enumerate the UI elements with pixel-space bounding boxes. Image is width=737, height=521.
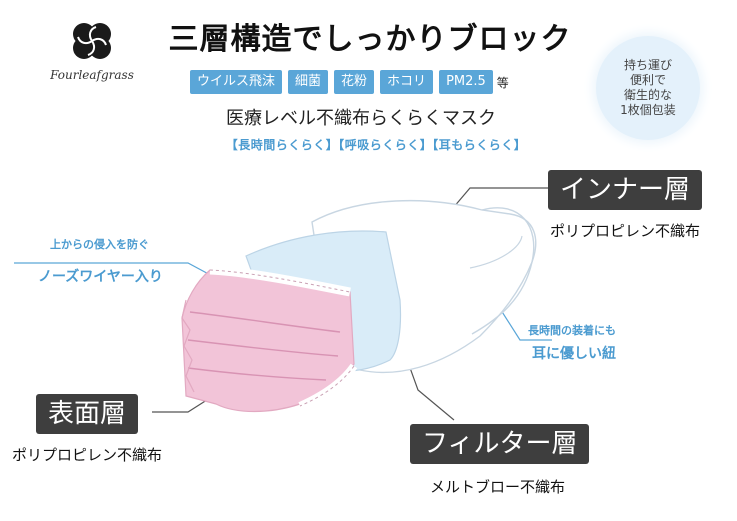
badge-line: 持ち運び bbox=[623, 58, 672, 72]
inner-layer-material: ポリプロピレン不織布 bbox=[550, 222, 701, 240]
filter-layer-label: フィルター層 bbox=[410, 424, 590, 464]
ear-loop-caption: 長時間の装着にも bbox=[528, 324, 616, 337]
surface-layer-material: ポリプロピレン不織布 bbox=[12, 446, 163, 464]
tag-dust: ホコリ bbox=[380, 70, 434, 94]
nose-wire-title: ノーズワイヤー入り bbox=[38, 269, 163, 285]
nose-wire-caption: 上からの侵入を防ぐ bbox=[50, 238, 149, 251]
surface-layer-shape bbox=[181, 265, 358, 413]
surface-layer-label: 表面層 bbox=[36, 394, 139, 434]
badge-line: 1枚個包装 bbox=[620, 103, 676, 117]
tags-suffix: 等 bbox=[496, 75, 509, 90]
ear-loop-title: 耳に優しい紐 bbox=[532, 346, 616, 362]
inner-layer-label: インナー層 bbox=[548, 170, 703, 210]
filter-layer-material: メルトブロー不織布 bbox=[430, 478, 566, 496]
product-subtitle: 医療レベル不織布らくらくマスク bbox=[226, 108, 496, 129]
protection-tags: ウイルス飛沫 細菌 花粉 ホコリ PM2.5 等 bbox=[190, 68, 509, 96]
badge-line: 衛生的な bbox=[623, 88, 672, 102]
tag-virus: ウイルス飛沫 bbox=[190, 70, 283, 94]
feature-highlights: 【長時間らくらく】【呼吸らくらく】【耳もらくらく】 bbox=[225, 138, 527, 152]
four-leaf-clover-icon bbox=[73, 23, 111, 59]
badge-line: 便利で bbox=[629, 73, 666, 87]
brand-name: Fourleafgrass bbox=[50, 68, 134, 82]
page-title: 三層構造でしっかりブロック bbox=[168, 22, 572, 57]
badge-text: 持ち運び 便利で 衛生的な 1枚個包装 bbox=[608, 58, 688, 118]
tag-pm25: PM2.5 bbox=[439, 70, 493, 94]
tag-pollen: 花粉 bbox=[334, 70, 375, 94]
brand-logo bbox=[66, 18, 118, 66]
tag-bacteria: 細菌 bbox=[288, 70, 329, 94]
individual-pack-badge: 持ち運び 便利で 衛生的な 1枚個包装 bbox=[596, 36, 700, 140]
